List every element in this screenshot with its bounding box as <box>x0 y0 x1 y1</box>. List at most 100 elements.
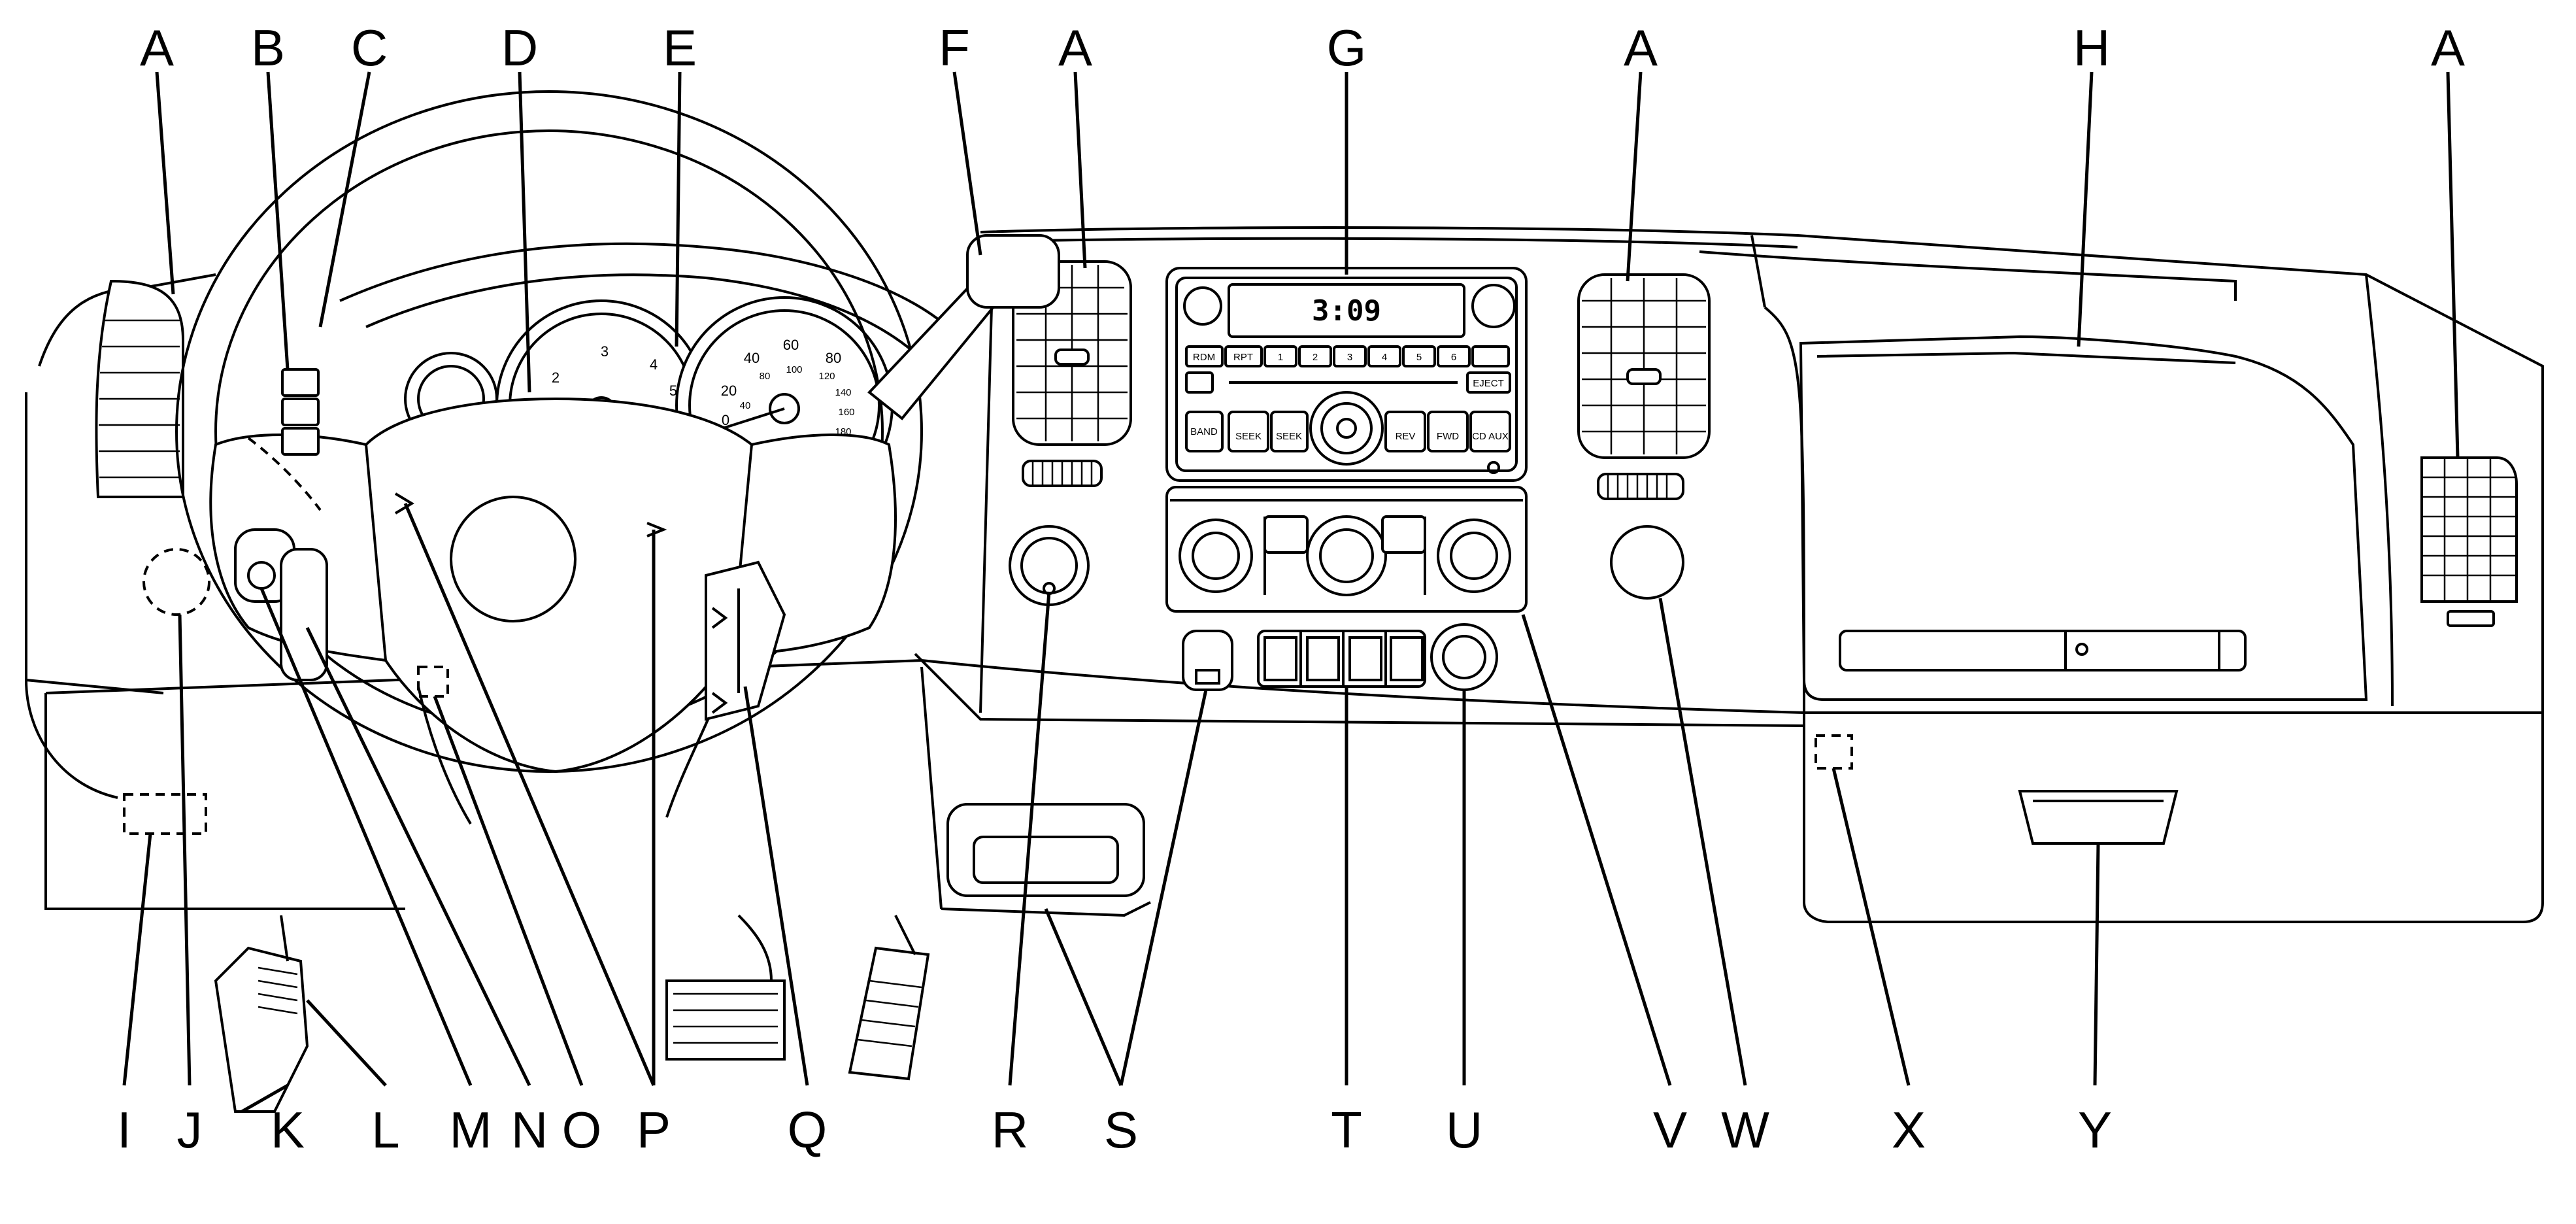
dashboard-outline <box>25 226 2544 923</box>
speedo-inner-80: 80 <box>760 371 771 382</box>
lower-switch-bank <box>1182 623 1498 691</box>
air-recirc-button[interactable] <box>1263 515 1309 554</box>
callout-f: F <box>939 19 970 76</box>
radio-preset-3[interactable] <box>1333 345 1367 367</box>
radio-seek-up-label: SEEK <box>1276 431 1302 442</box>
tach-tick-2: 2 <box>552 369 560 386</box>
tach-tick-3: 3 <box>601 343 609 360</box>
speedo-inner-160: 160 <box>838 407 854 418</box>
radio-fwd-button[interactable] <box>1427 411 1469 452</box>
callout-q: Q <box>788 1101 828 1159</box>
switch-1[interactable] <box>1263 636 1297 681</box>
speedo-inner-100: 100 <box>786 364 802 375</box>
radio-button-rdm[interactable] <box>1185 345 1224 367</box>
right-outer-vent <box>2420 456 2518 627</box>
outside-air-button[interactable] <box>1381 515 1426 554</box>
tach-tick-5: 5 <box>669 382 677 399</box>
speaker-grille <box>1610 525 1684 600</box>
callout-i: I <box>117 1101 131 1159</box>
speedo-tick-80: 80 <box>826 350 841 366</box>
radio-preset-2[interactable] <box>1298 345 1332 367</box>
callout-j: J <box>177 1101 203 1159</box>
radio-rev-label: REV <box>1396 431 1416 442</box>
callout-labels-top: A B C D E F A G A H A <box>140 19 2465 76</box>
power-outlet[interactable] <box>1430 623 1498 691</box>
callout-u: U <box>1446 1101 1482 1159</box>
radio-band-button[interactable] <box>1185 411 1224 452</box>
radio-preset-row: RDM RPT 1 2 3 4 5 6 <box>1185 345 1510 367</box>
radio-button-rpt-label: RPT <box>1233 352 1253 363</box>
radio-preset-4[interactable] <box>1367 345 1401 367</box>
leader-lines <box>122 71 2460 1114</box>
radio-eject-button[interactable] <box>1466 371 1511 394</box>
radio-button-rpt[interactable] <box>1224 345 1263 367</box>
switch-3[interactable] <box>1348 636 1382 681</box>
speedo-tick-60: 60 <box>783 337 799 353</box>
speedo-tick-0: 0 <box>722 412 729 428</box>
radio-preset-1-label: 1 <box>1278 352 1283 363</box>
callout-t: T <box>1331 1101 1362 1159</box>
callout-b: B <box>251 19 285 76</box>
callout-a-right: A <box>2431 19 2465 76</box>
callout-k: K <box>271 1101 305 1159</box>
speedo-tick-40: 40 <box>744 350 760 366</box>
callout-c: C <box>351 19 388 76</box>
radio-band-label: BAND <box>1190 426 1218 437</box>
radio-rev-button[interactable] <box>1384 411 1426 452</box>
radio-cd-aux-button[interactable] <box>1469 411 1511 452</box>
steering-wheel <box>175 90 923 825</box>
callout-e: E <box>663 19 697 76</box>
callout-y: Y <box>2078 1101 2112 1159</box>
left-outer-vent <box>95 279 184 498</box>
radio-preset-5[interactable] <box>1402 345 1436 367</box>
fan-speed-knob[interactable] <box>1179 518 1253 593</box>
cluster-side-buttons <box>281 368 320 456</box>
hidden-switch-left[interactable] <box>123 793 207 835</box>
callout-a-center-right: A <box>1624 19 1658 76</box>
radio-preset-5-label: 5 <box>1416 352 1422 363</box>
radio-fwd-label: FWD <box>1437 431 1459 442</box>
callout-p: P <box>637 1101 671 1159</box>
speedo-tick-20: 20 <box>721 382 737 399</box>
callout-a-center-left: A <box>1058 19 1092 76</box>
callout-w: W <box>1721 1101 1769 1159</box>
callout-s: S <box>1104 1101 1138 1159</box>
callout-n: N <box>511 1101 548 1159</box>
multifunction-stalk <box>867 234 1060 420</box>
callout-labels-bottom: I J K L M N O P Q R S T U V W X Y <box>117 1101 2112 1159</box>
pedals <box>214 914 930 1113</box>
four-wheel-drive-knob[interactable] <box>1009 525 1090 606</box>
radio-head-unit: 3:09 RDM RPT 1 2 3 4 5 6 EJECT <box>1165 267 1528 482</box>
temperature-knob[interactable] <box>1306 515 1387 596</box>
accessory-outlet[interactable] <box>1182 630 1233 691</box>
radio-info-button[interactable] <box>1185 371 1214 394</box>
radio-tone-knob[interactable] <box>1471 284 1516 328</box>
callout-o: O <box>562 1101 602 1159</box>
radio-preset-4-label: 4 <box>1382 352 1387 363</box>
radio-power-knob[interactable] <box>1183 286 1222 326</box>
switch-2[interactable] <box>1306 636 1340 681</box>
speedo-inner-120: 120 <box>818 371 835 382</box>
speedo-inner-140: 140 <box>835 387 851 398</box>
air-mode-knob[interactable] <box>1437 518 1511 593</box>
radio-menu-button[interactable] <box>1471 345 1510 367</box>
callout-v: V <box>1653 1101 1687 1159</box>
radio-button-rdm-label: RDM <box>1193 352 1215 363</box>
callout-a-left: A <box>140 19 174 76</box>
speedo-inner-40: 40 <box>740 400 751 411</box>
switch-4[interactable] <box>1390 636 1424 681</box>
radio-seek-down-button[interactable] <box>1228 411 1269 452</box>
center-left-vent <box>1012 260 1132 487</box>
radio-seek-up-button[interactable] <box>1270 411 1309 452</box>
callout-x: X <box>1892 1101 1926 1159</box>
callout-l: L <box>371 1101 399 1159</box>
radio-preset-1[interactable] <box>1263 345 1297 367</box>
radio-preset-2-label: 2 <box>1313 352 1318 363</box>
radio-preset-6[interactable] <box>1437 345 1471 367</box>
radio-preset-6-label: 6 <box>1451 352 1456 363</box>
ignition-switch[interactable] <box>142 548 210 616</box>
center-right-vent <box>1577 273 1711 500</box>
hidden-switch-right[interactable] <box>1815 734 1853 770</box>
radio-eject-label: EJECT <box>1473 378 1504 389</box>
